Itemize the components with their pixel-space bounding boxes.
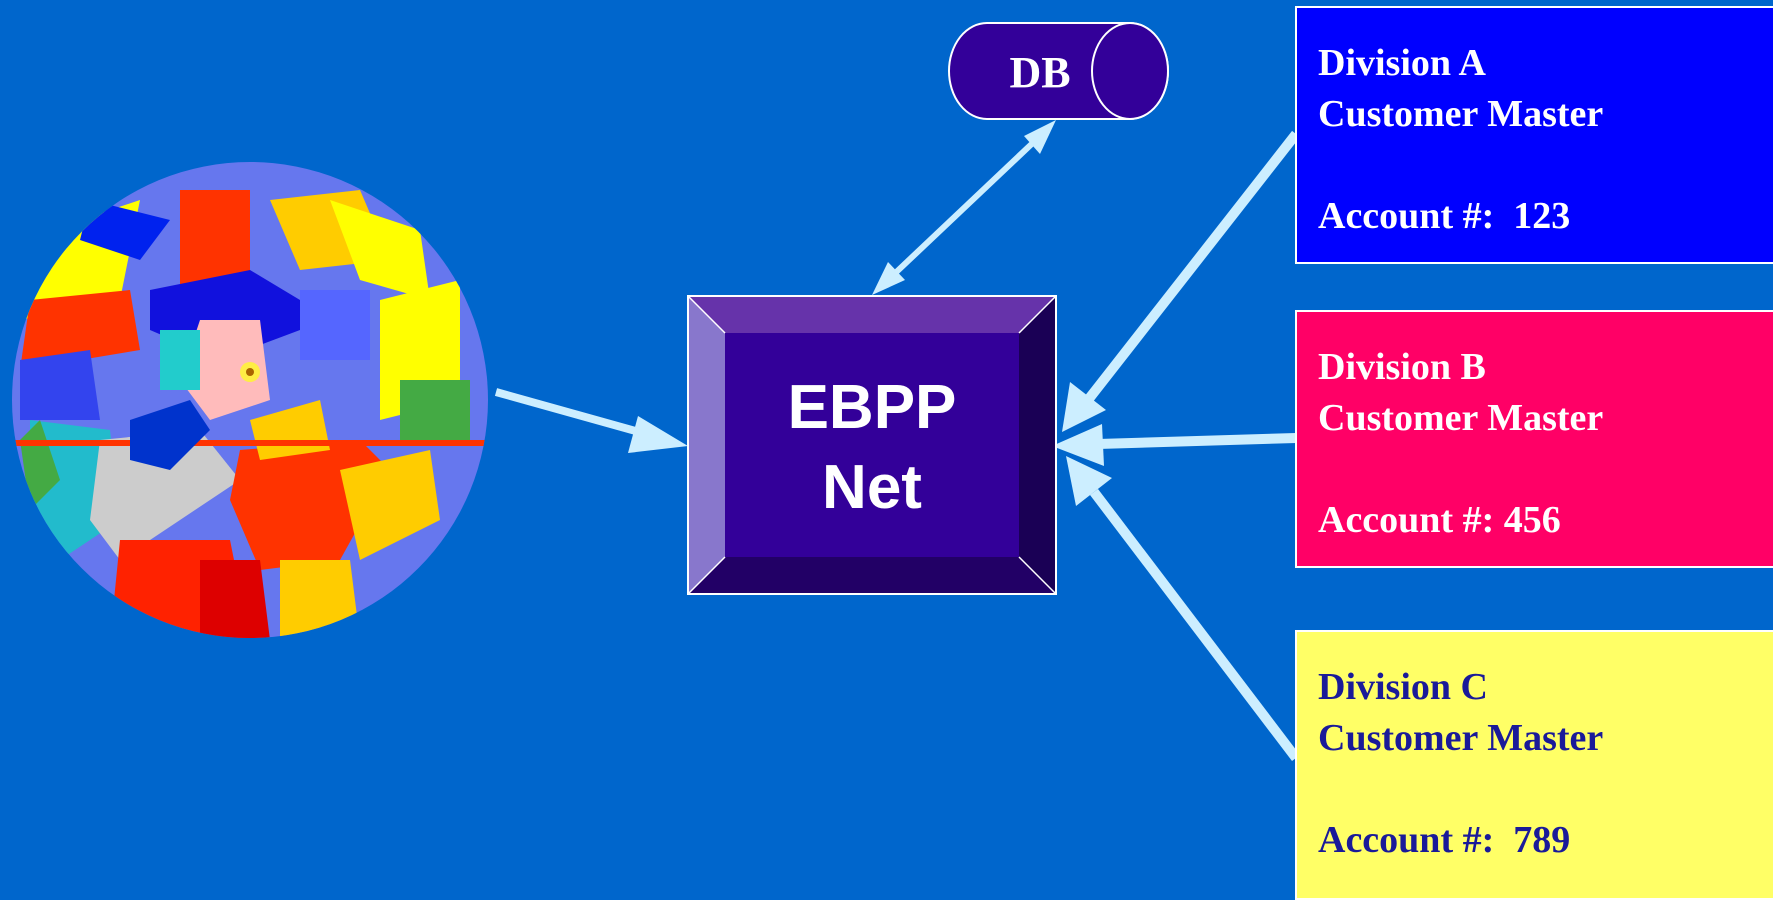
- division-b-subtitle: Customer Master: [1318, 397, 1604, 439]
- arrow-clipart-to-ebpp-head: [628, 416, 688, 453]
- division-a-box: Division A Customer Master Account #: 12…: [1295, 6, 1773, 264]
- person-on-phone-clipart: [12, 162, 488, 638]
- arrow-division-b-to-ebpp: [1097, 433, 1297, 449]
- arrow-ebpp-db-head-top: [1024, 120, 1056, 154]
- division-c-box: Division C Customer Master Account #: 78…: [1295, 630, 1773, 900]
- arrow-ebpp-db: [887, 135, 1041, 281]
- division-a-title: Division A: [1318, 42, 1486, 84]
- arrow-division-a-to-ebpp: [1084, 130, 1300, 404]
- db-label: DB: [1009, 48, 1070, 97]
- arrow-clipart-to-ebpp: [494, 388, 652, 439]
- division-c-account: Account #: 789: [1318, 819, 1571, 861]
- division-b-account: Account #: 456: [1318, 499, 1561, 541]
- arrow-division-b-to-ebpp-head: [1052, 424, 1104, 466]
- arrow-division-c-to-ebpp: [1090, 488, 1300, 762]
- database-cylinder: DB: [948, 22, 1169, 120]
- division-a-subtitle: Customer Master: [1318, 93, 1604, 135]
- division-c-title: Division C: [1318, 666, 1488, 708]
- arrow-ebpp-db-head-bottom: [872, 262, 905, 295]
- division-c-subtitle: Customer Master: [1318, 717, 1604, 759]
- ebpp-label-line1: EBPP: [788, 373, 957, 442]
- division-b-box: Division B Customer Master Account #: 45…: [1295, 310, 1773, 568]
- arrow-division-a-to-ebpp-head: [1062, 382, 1106, 432]
- arrows: [494, 120, 1300, 762]
- division-a-account: Account #: 123: [1318, 195, 1571, 237]
- arrow-division-c-to-ebpp-head: [1066, 456, 1112, 506]
- division-b-title: Division B: [1318, 346, 1486, 388]
- ebpp-label-line2: Net: [822, 453, 922, 522]
- ebpp-net-box: EBPP Net: [687, 295, 1057, 595]
